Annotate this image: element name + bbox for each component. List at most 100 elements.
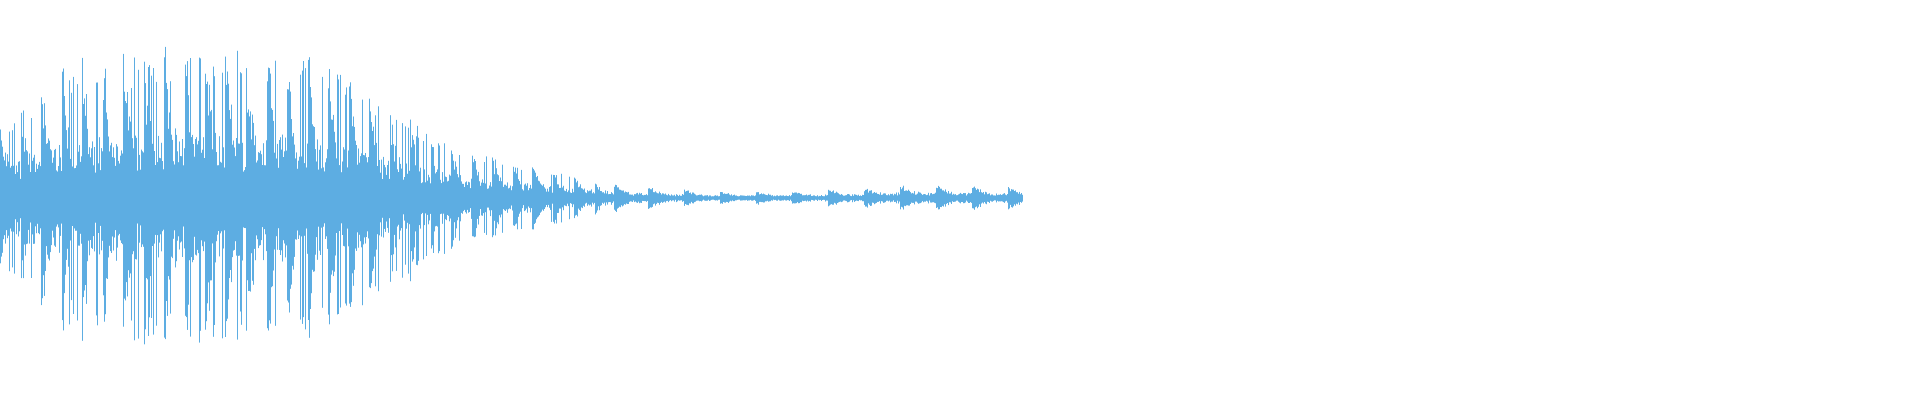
waveform-column (359, 162, 360, 235)
waveform-column (154, 151, 155, 244)
waveform-column (718, 196, 719, 200)
waveform-column (611, 192, 612, 205)
waveform-column (509, 187, 510, 209)
waveform-column (583, 189, 584, 206)
waveform-column (225, 56, 226, 337)
waveform-column (819, 195, 820, 201)
waveform-column (181, 156, 182, 242)
waveform-column (951, 191, 952, 204)
waveform-column (800, 193, 801, 203)
waveform-column (463, 183, 464, 212)
waveform-column (567, 192, 568, 204)
waveform-column (446, 177, 447, 221)
waveform-column (308, 59, 309, 321)
waveform-column (909, 190, 910, 206)
waveform-column (142, 151, 143, 245)
waveform-column (643, 195, 644, 201)
waveform-column (332, 119, 333, 271)
waveform-column (169, 112, 170, 280)
waveform-column (269, 68, 270, 321)
waveform-column (648, 188, 649, 209)
waveform-column (163, 169, 164, 230)
waveform-column (862, 194, 863, 202)
waveform-column (326, 158, 327, 237)
waveform-column (236, 138, 237, 256)
waveform-column (832, 191, 833, 205)
waveform-column (575, 178, 576, 216)
waveform-column (49, 140, 50, 261)
waveform-column (343, 147, 344, 246)
waveform-column (880, 192, 881, 204)
waveform-column (858, 194, 859, 202)
waveform-column (19, 161, 20, 232)
waveform-column (267, 81, 268, 329)
waveform-column (564, 190, 565, 206)
waveform-column (284, 151, 285, 244)
waveform-column (923, 194, 924, 203)
waveform-column (257, 160, 258, 240)
waveform-column (659, 191, 660, 205)
waveform-column (29, 153, 30, 244)
waveform-column (908, 189, 909, 206)
waveform-column (962, 194, 963, 202)
waveform-column (182, 139, 183, 257)
waveform-column (433, 147, 434, 253)
waveform-column (521, 169, 522, 229)
waveform-column (985, 191, 986, 204)
waveform-column (580, 184, 581, 211)
waveform-column (226, 84, 227, 322)
waveform-column (184, 148, 185, 249)
waveform-column (645, 194, 646, 202)
waveform-column (987, 194, 988, 202)
waveform-column (628, 191, 629, 204)
waveform-column (619, 189, 620, 207)
waveform-column (102, 151, 103, 241)
waveform-column (736, 195, 737, 201)
waveform-column (775, 196, 776, 200)
waveform-column (620, 189, 621, 208)
waveform-column (776, 195, 777, 201)
waveform-column (967, 194, 968, 202)
waveform-column (960, 192, 961, 204)
waveform-column (221, 162, 222, 232)
waveform-column (322, 76, 323, 308)
waveform-column (759, 194, 760, 202)
waveform-column (707, 195, 708, 201)
waveform-column (1005, 194, 1006, 202)
waveform-column (912, 192, 913, 203)
waveform-column (309, 57, 310, 338)
waveform-column (543, 184, 544, 211)
waveform-column (492, 157, 493, 238)
waveform-column (469, 182, 470, 212)
waveform-column (199, 57, 200, 343)
waveform-column (7, 154, 8, 239)
waveform-column (79, 145, 80, 246)
waveform-column (582, 188, 583, 209)
waveform-column (788, 196, 789, 201)
waveform-column (793, 193, 794, 204)
waveform-column (667, 195, 668, 201)
waveform-column (166, 82, 167, 302)
waveform-column (491, 186, 492, 211)
waveform-column (431, 144, 432, 249)
waveform-column (12, 130, 13, 268)
waveform-column (845, 195, 846, 201)
waveform-column (40, 166, 41, 229)
waveform-column (734, 194, 735, 202)
waveform-column (1013, 189, 1014, 207)
waveform-column (661, 194, 662, 202)
waveform-column (889, 195, 890, 201)
waveform-column (642, 195, 643, 201)
waveform-column (602, 192, 603, 203)
waveform-column (275, 60, 276, 326)
waveform-column (809, 194, 810, 201)
waveform-column (41, 97, 42, 306)
waveform-column (764, 194, 765, 203)
waveform-column (512, 186, 513, 211)
waveform-column (232, 144, 233, 258)
waveform-column (816, 196, 817, 200)
waveform-column (320, 145, 321, 255)
waveform-column (720, 192, 721, 204)
waveform-column (120, 155, 121, 241)
waveform-column (565, 191, 566, 206)
